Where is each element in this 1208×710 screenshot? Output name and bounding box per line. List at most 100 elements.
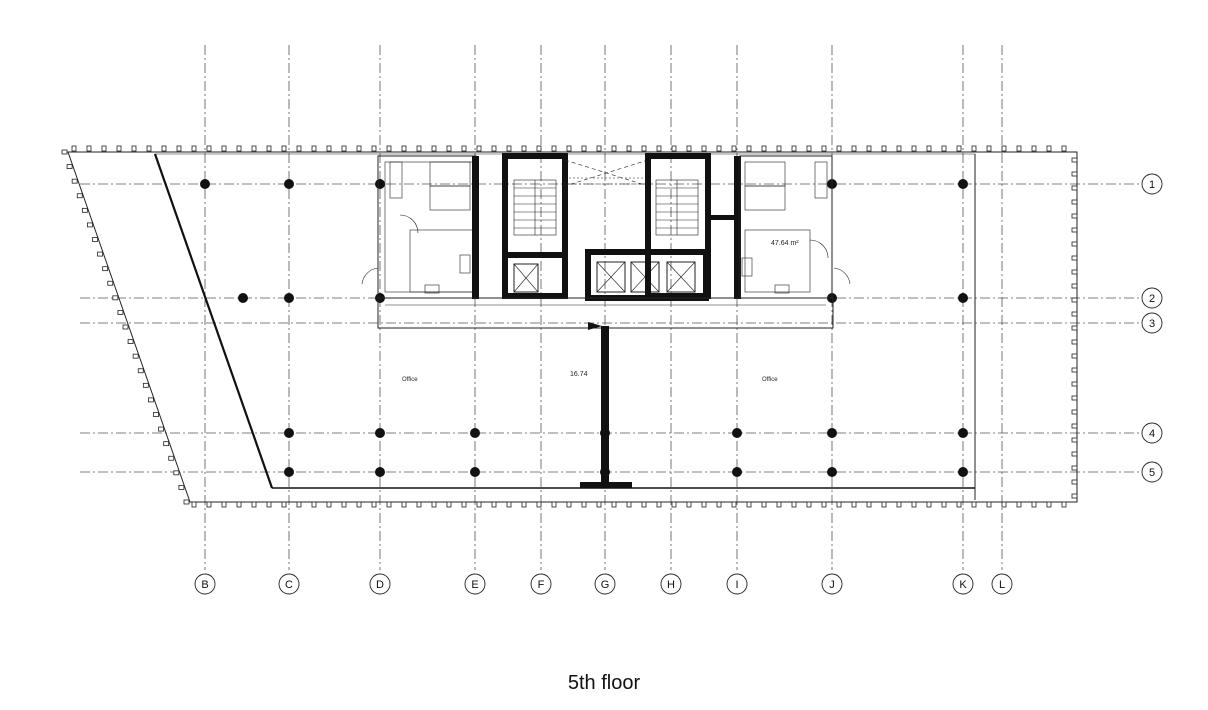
mullion-tick	[611, 501, 617, 508]
svg-text:H: H	[667, 579, 675, 591]
mullion-tick	[836, 145, 842, 152]
mullion-tick	[401, 501, 407, 508]
svg-text:2: 2	[1149, 293, 1155, 305]
mullion-tick	[416, 145, 422, 152]
mullion-tick	[1061, 145, 1067, 152]
mullion-tick	[251, 145, 257, 152]
svg-text:G: G	[601, 579, 610, 591]
corridor	[377, 297, 834, 488]
mullion-tick	[521, 145, 527, 152]
mullion-tick	[1071, 297, 1078, 303]
mullion-tick	[61, 149, 68, 155]
mullion-tick	[941, 145, 947, 152]
mullion-tick	[206, 501, 212, 508]
row-grid-bubble-4: 4	[1141, 422, 1163, 444]
mullion-tick	[1071, 157, 1078, 163]
mullion-tick	[1071, 465, 1078, 471]
structural-column	[375, 428, 385, 438]
right-toilet-core	[739, 155, 851, 299]
svg-text:1: 1	[1149, 179, 1155, 191]
mullion-tick	[1071, 353, 1078, 359]
mullion-tick	[161, 145, 167, 152]
mullion-tick	[716, 145, 722, 152]
mullion-tick	[641, 501, 647, 508]
mullion-tick	[851, 501, 857, 508]
mullion-tick	[371, 501, 377, 508]
mullion-tick	[791, 501, 797, 508]
mullion-tick	[183, 499, 190, 505]
mullion-tick	[401, 145, 407, 152]
mullion-tick	[66, 164, 73, 169]
mullion-tick	[911, 145, 917, 152]
mullion-tick	[281, 501, 287, 508]
mullion-tick	[506, 501, 512, 508]
mullion-tick	[506, 145, 512, 152]
mullion-tick	[566, 145, 572, 152]
right-stair-core	[645, 153, 740, 299]
mullion-tick	[386, 501, 392, 508]
structural-column	[732, 428, 742, 438]
mullion-tick	[881, 501, 887, 508]
svg-text:3: 3	[1149, 318, 1155, 330]
mullion-tick	[1071, 395, 1078, 401]
structural-column	[470, 428, 480, 438]
mullion-tick	[971, 501, 977, 508]
mullion-tick	[431, 145, 437, 152]
mullion-tick	[146, 145, 152, 152]
mullion-tick	[581, 145, 587, 152]
column-grid-bubble-j: J	[821, 573, 843, 595]
mullion-tick	[941, 501, 947, 508]
mullion-tick	[521, 501, 527, 508]
mullion-tick	[806, 501, 812, 508]
mullion-tick	[1071, 283, 1078, 289]
mullion-tick	[158, 426, 164, 432]
mullion-tick	[1071, 367, 1078, 373]
mullion-tick	[371, 145, 377, 152]
mullion-tick	[356, 501, 362, 508]
structural-column	[958, 179, 968, 189]
mullion-tick	[281, 145, 287, 152]
mullion-tick	[701, 145, 707, 152]
svg-text:I: I	[735, 579, 738, 591]
mullion-tick	[446, 145, 452, 152]
svg-text:F: F	[538, 579, 545, 591]
structural-column	[284, 179, 294, 189]
mullion-tick	[1061, 501, 1067, 508]
core-wall-right	[734, 156, 741, 299]
svg-text:J: J	[829, 579, 835, 591]
mullion-tick	[746, 145, 752, 152]
svg-text:B: B	[201, 579, 208, 591]
svg-text:K: K	[959, 579, 967, 591]
mullion-tick	[626, 145, 632, 152]
mullion-tick	[551, 145, 557, 152]
mullion-tick	[596, 501, 602, 508]
mullion-tick	[1046, 501, 1052, 508]
mullion-tick	[142, 382, 149, 388]
left-toilet-core	[361, 155, 477, 299]
mullion-tick	[87, 222, 93, 228]
mullion-tick	[221, 145, 227, 152]
mullion-tick	[107, 280, 114, 286]
mullion-tick	[71, 145, 77, 152]
mullion-tick	[566, 501, 572, 508]
mullion-tick	[92, 237, 98, 242]
mullion-tick	[536, 501, 542, 508]
mullion-tick	[1031, 145, 1037, 152]
mullion-tick	[761, 501, 767, 508]
mullion-tick	[97, 251, 103, 257]
mullion-tick	[131, 145, 137, 152]
mullion-tick	[1016, 501, 1022, 508]
mullion-tick	[1071, 255, 1078, 261]
mullion-tick	[476, 145, 482, 152]
structural-column	[200, 179, 210, 189]
column-grid-bubble-c: C	[278, 573, 300, 595]
mullion-tick	[1001, 145, 1007, 152]
mullion-tick	[251, 501, 257, 508]
mullion-tick	[1071, 227, 1078, 233]
mullion-tick	[191, 145, 197, 152]
column-grid-bubble-f: F	[530, 573, 552, 595]
mullion-tick	[446, 501, 452, 508]
mullion-tick	[461, 145, 467, 152]
mullion-tick	[866, 145, 872, 152]
mullion-tick	[761, 145, 767, 152]
